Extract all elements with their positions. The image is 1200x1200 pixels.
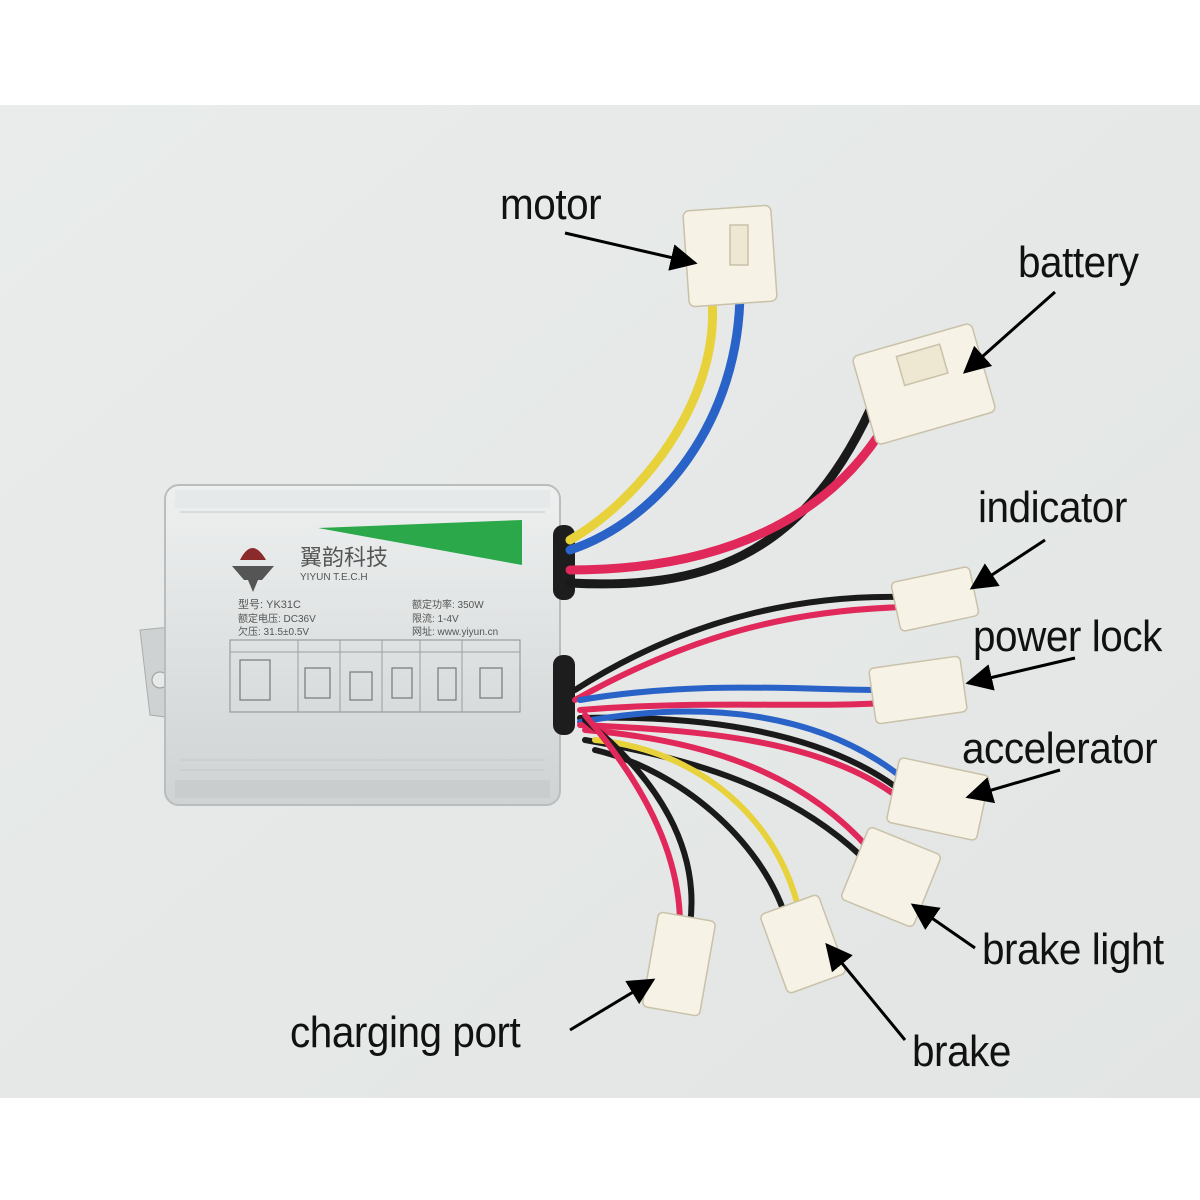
battery-arrow	[962, 290, 1056, 374]
label-accelerator: accelerator	[962, 724, 1158, 773]
web-text: 网址: www.yiyun.cn	[412, 625, 498, 638]
accelerator-wires	[577, 708, 908, 798]
green-stripe	[318, 520, 522, 565]
brand-cn: 翼韵科技	[300, 545, 388, 570]
model-text: 型号: YK31C	[238, 597, 301, 611]
battery-wires	[565, 405, 893, 589]
controller-case	[164, 484, 561, 806]
lower-grommet	[553, 655, 575, 735]
brake-arrow	[825, 942, 907, 1041]
voltage-text: 额定电压: DC36V	[238, 612, 316, 625]
charging-port-connector	[642, 911, 716, 1017]
battery-connector	[852, 323, 996, 445]
power-text: 额定功率: 350W	[412, 598, 484, 611]
power-lock-arrow	[965, 656, 1076, 691]
indicator-arrow	[969, 538, 1046, 590]
label-brake-light: brake light	[982, 925, 1164, 974]
motor-connector	[682, 204, 778, 308]
brand-logo	[232, 548, 274, 592]
label-motor: motor	[500, 180, 602, 229]
label-brake: brake	[912, 1027, 1011, 1076]
brake-light-arrow	[910, 903, 976, 950]
undervoltage-text: 欠压: 31.5±0.5V	[238, 625, 309, 638]
label-indicator: indicator	[978, 483, 1127, 532]
label-charging-port: charging port	[290, 1008, 521, 1057]
power-lock-connector	[868, 655, 968, 725]
brake-connector	[760, 894, 846, 994]
motor-wires	[565, 285, 745, 555]
brake-light-connector	[840, 826, 942, 928]
brand-en: YIYUN T.E.C.H	[300, 572, 368, 583]
label-battery: battery	[1018, 238, 1139, 287]
brake-light-wires	[582, 727, 873, 858]
indicator-connector	[890, 566, 980, 632]
accelerator-connector	[886, 757, 990, 841]
indicator-wires	[572, 593, 908, 703]
power-lock-wires	[577, 684, 888, 713]
accelerator-arrow	[965, 768, 1061, 804]
current-text: 限流: 1-4V	[412, 612, 459, 625]
charging-port-wires	[582, 712, 695, 928]
controller-photo: 翼韵科技 YIYUN T.E.C.H 型号: YK31C 额定电压: DC36V…	[0, 105, 1200, 1098]
label-power-lock: power lock	[973, 612, 1162, 661]
motor-arrow	[564, 231, 698, 271]
charging-port-arrow	[569, 978, 656, 1032]
